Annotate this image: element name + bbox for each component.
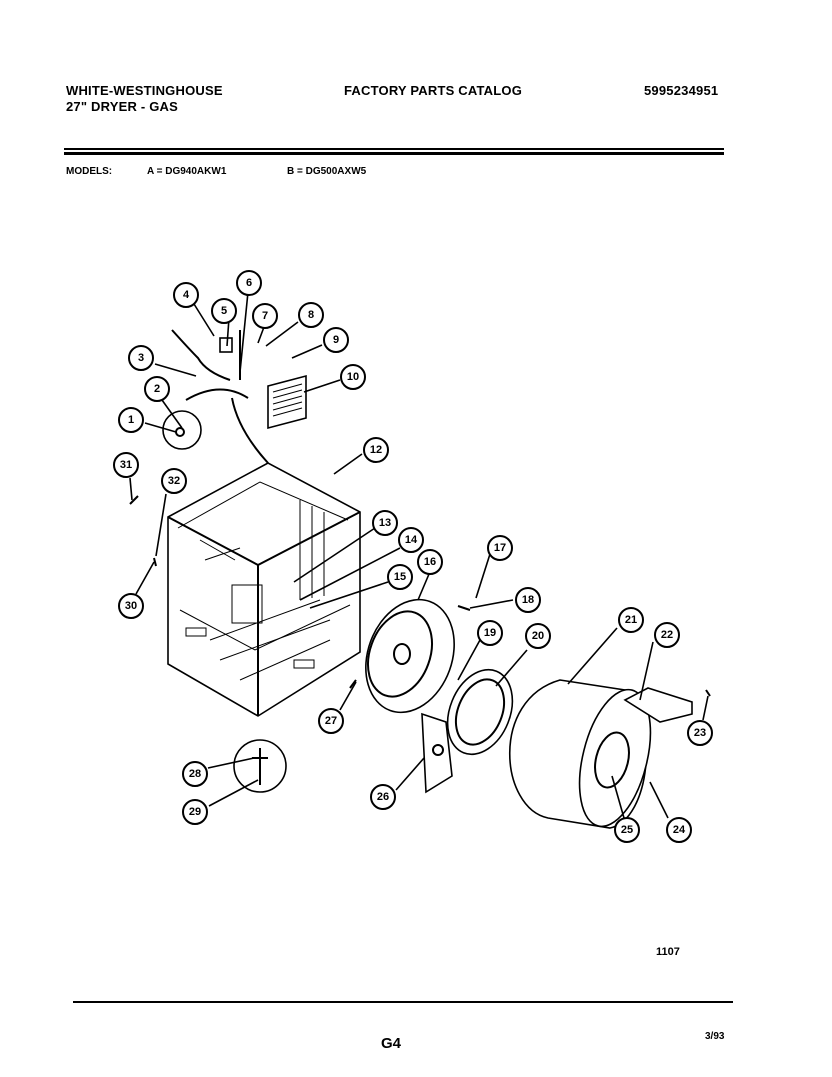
product-title: 27" DRYER - GAS — [66, 99, 178, 114]
vent-grill-part — [267, 374, 307, 430]
svg-text:4: 4 — [183, 289, 190, 301]
callout-20: 20 — [525, 623, 551, 649]
callout-15: 15 — [387, 564, 413, 590]
part-1-outline — [162, 410, 202, 450]
svg-text:20: 20 — [532, 630, 544, 642]
callout-9: 9 — [323, 327, 349, 353]
callout-30: 30 — [118, 593, 144, 619]
svg-text:15: 15 — [394, 571, 406, 583]
header-rule-top — [64, 148, 724, 150]
svg-text:3: 3 — [138, 352, 144, 364]
callout-27: 27 — [318, 708, 344, 734]
callout-2: 2 — [144, 376, 170, 402]
svg-text:16: 16 — [424, 556, 436, 568]
svg-text:8: 8 — [308, 309, 314, 321]
svg-text:1: 1 — [128, 414, 134, 426]
callout-10: 10 — [340, 364, 366, 390]
callout-32: 32 — [161, 468, 187, 494]
svg-text:28: 28 — [189, 768, 201, 780]
callout-6: 6 — [236, 270, 262, 296]
svg-text:31: 31 — [120, 459, 132, 471]
catalog-title: FACTORY PARTS CATALOG — [344, 83, 523, 98]
callout-17: 17 — [487, 535, 513, 561]
callout-24: 24 — [666, 817, 692, 843]
callout-14: 14 — [398, 527, 424, 553]
svg-text:32: 32 — [168, 475, 180, 487]
callout-5: 5 — [211, 298, 237, 324]
callout-3: 3 — [128, 345, 154, 371]
svg-text:13: 13 — [379, 517, 391, 529]
svg-text:9: 9 — [333, 334, 339, 346]
drum-part — [508, 679, 652, 829]
model-a: A = DG940AKW1 — [147, 166, 227, 177]
svg-text:22: 22 — [661, 629, 673, 641]
svg-text:5: 5 — [221, 305, 227, 317]
callout-18: 18 — [515, 587, 541, 613]
callout-1: 1 — [118, 407, 144, 433]
callout-25: 25 — [614, 817, 640, 843]
header-rule-bottom — [64, 152, 724, 155]
callout-29: 29 — [182, 799, 208, 825]
callout-16: 16 — [417, 549, 443, 575]
svg-text:24: 24 — [673, 824, 686, 836]
callout-31: 31 — [113, 452, 139, 478]
catalog-number: 5995234951 — [644, 83, 719, 98]
svg-text:18: 18 — [522, 594, 534, 606]
wire-harness-part — [171, 329, 269, 464]
plate-part — [421, 712, 453, 794]
model-b: B = DG500AXW5 — [287, 166, 367, 177]
footer-rule — [73, 1001, 733, 1003]
callout-12: 12 — [363, 437, 389, 463]
callout-23: 23 — [687, 720, 713, 746]
svg-text:7: 7 — [262, 310, 268, 322]
callout-7: 7 — [252, 303, 278, 329]
svg-text:2: 2 — [154, 383, 160, 395]
svg-text:26: 26 — [377, 791, 389, 803]
svg-text:27: 27 — [325, 715, 337, 727]
callout-4: 4 — [173, 282, 199, 308]
callout-13: 13 — [372, 510, 398, 536]
svg-text:23: 23 — [694, 727, 706, 739]
lint-screen-part — [623, 687, 693, 723]
seal-ring-part — [446, 668, 514, 756]
svg-text:19: 19 — [484, 627, 496, 639]
svg-text:10: 10 — [347, 371, 359, 383]
callout-28: 28 — [182, 761, 208, 787]
svg-text:21: 21 — [625, 614, 637, 626]
callout-22: 22 — [654, 622, 680, 648]
callout-21: 21 — [618, 607, 644, 633]
revision-date: 3/93 — [705, 1031, 725, 1042]
page-number: G4 — [381, 1035, 402, 1052]
callout-19: 19 — [477, 620, 503, 646]
svg-text:30: 30 — [125, 600, 137, 612]
svg-text:6: 6 — [246, 277, 252, 289]
brand-title: WHITE-WESTINGHOUSE — [66, 83, 223, 98]
front-panel-part — [365, 598, 455, 714]
cabinet-part — [167, 462, 361, 717]
svg-text:12: 12 — [370, 444, 382, 456]
drawing-number: 1107 — [656, 946, 680, 958]
callout-26: 26 — [370, 784, 396, 810]
models-label: MODELS: — [66, 166, 113, 177]
svg-text:29: 29 — [189, 806, 201, 818]
svg-text:14: 14 — [405, 534, 418, 546]
svg-text:25: 25 — [621, 824, 633, 836]
svg-text:17: 17 — [494, 542, 506, 554]
callout-8: 8 — [298, 302, 324, 328]
